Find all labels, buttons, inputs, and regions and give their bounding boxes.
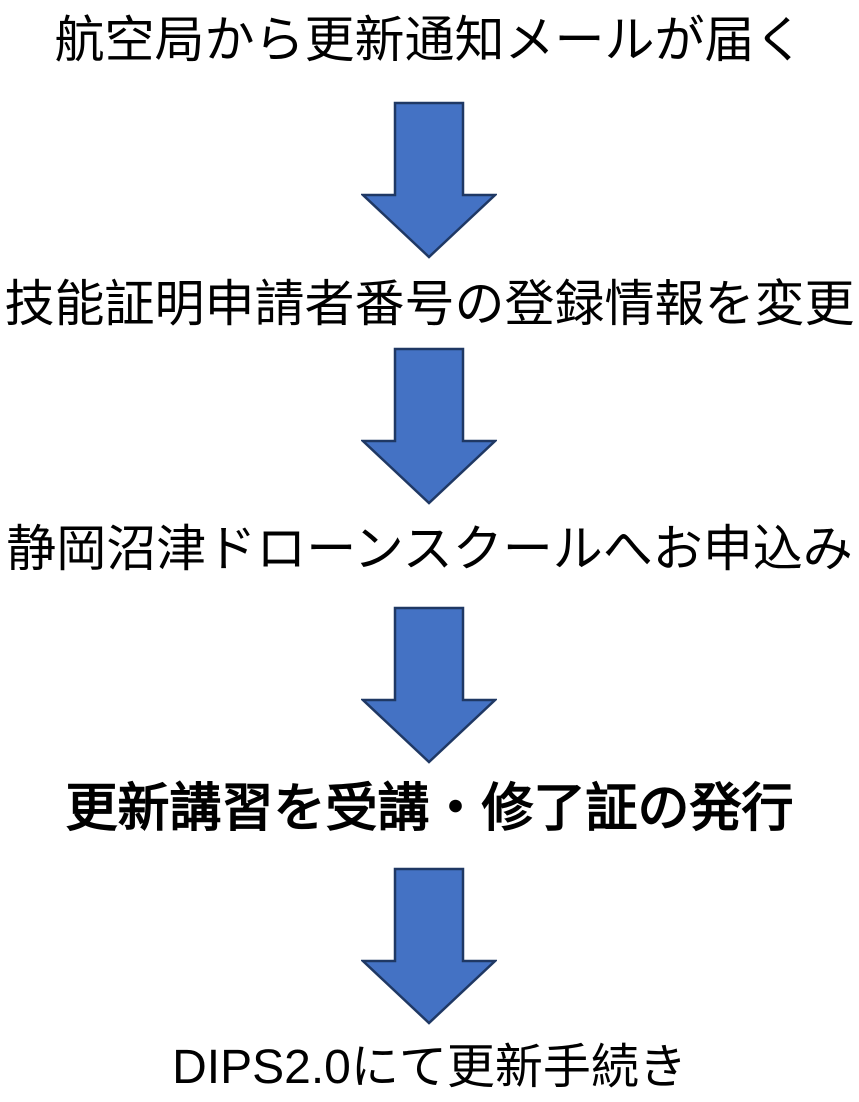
step-take-course-text: 更新講習を受講・修了証の発行: [65, 780, 794, 838]
step-dips-procedure-text: DIPS2.0にて更新手続き: [172, 1041, 687, 1094]
step-apply-school-text: 静岡沼津ドローンスクールへお申込み: [6, 521, 853, 577]
down-arrow-shape: [361, 347, 497, 505]
down-arrow-icon: [361, 347, 497, 505]
step-renewal-notice-text: 航空局から更新通知メールが届く: [54, 12, 805, 68]
step-update-registration-text: 技能証明申請者番号の登録情報を変更: [4, 276, 855, 332]
down-arrow-shape: [361, 606, 497, 764]
down-arrow-shape: [361, 867, 497, 1025]
down-arrow-icon: [361, 606, 497, 764]
down-arrow-shape: [361, 101, 497, 259]
down-arrow-icon: [361, 101, 497, 259]
down-arrow-icon: [361, 867, 497, 1025]
